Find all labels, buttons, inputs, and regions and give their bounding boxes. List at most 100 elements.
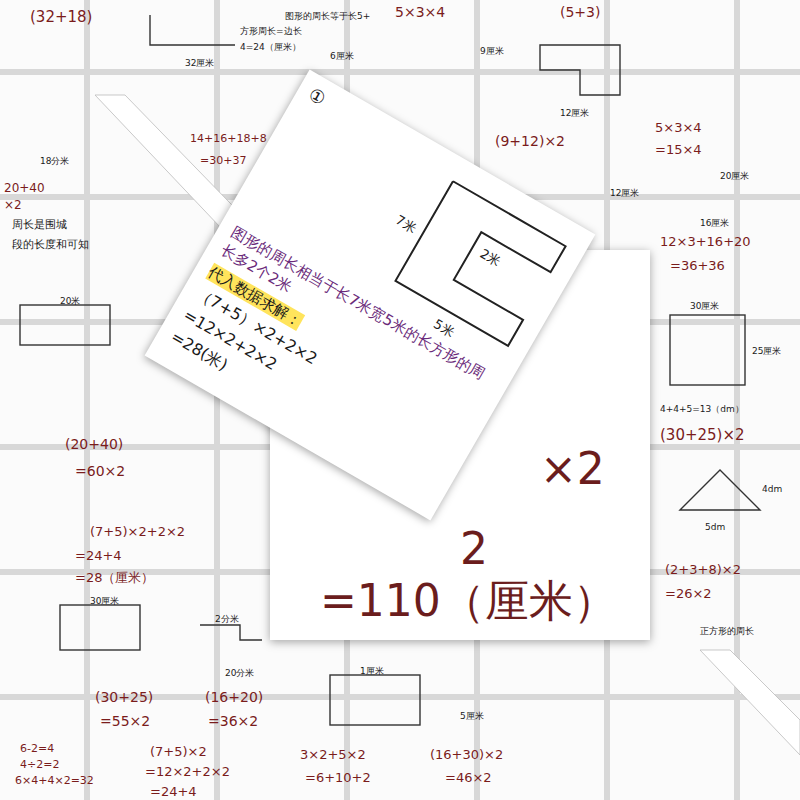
formula-text: =60×2 (75, 463, 125, 479)
label-holder: 18分米 (40, 150, 69, 168)
formula-text: (7+5)×2 (150, 744, 207, 759)
worksheet-card (610, 700, 734, 800)
label-holder: =46×2 (445, 768, 492, 786)
label-holder: 12厘米 (610, 182, 639, 200)
label-holder: 4=24（厘米） (240, 36, 301, 54)
formula-text: =24+4 (150, 784, 197, 799)
label-holder: (16+20) (205, 688, 263, 706)
dimension-text: 12厘米 (560, 108, 589, 118)
label-holder: =60×2 (75, 462, 125, 480)
label-holder: (5+3) (560, 3, 600, 21)
label-holder: 4+4+5=13（dm） (660, 398, 744, 416)
label-holder: 1厘米 (360, 660, 384, 678)
label-holder: (30+25)×2 (660, 426, 745, 444)
label-holder: 4÷2=2 (20, 754, 59, 772)
formula-text: (7+5)×2+2×2 (90, 524, 185, 539)
formula-text: (16+20) (205, 689, 263, 705)
dimension-text: 正方形的周长 (700, 626, 754, 636)
label-holder: 5dm (705, 516, 725, 534)
label-holder: (7+5)×2+2×2 (90, 522, 185, 540)
label-holder: 6×4+4×2=32 (15, 770, 94, 788)
dimension-text: 4dm (762, 484, 782, 494)
dimension-text: 30厘米 (690, 301, 719, 311)
worksheet-card (610, 0, 734, 69)
worksheet-card (740, 0, 800, 69)
label-holder: =55×2 (100, 712, 150, 730)
label-holder: 6厘米 (330, 45, 354, 63)
label-holder: =15×4 (655, 140, 702, 158)
label-holder: 正方形的周长 (700, 620, 754, 638)
label-holder: 30厘米 (690, 295, 719, 313)
text-holder: ×2 (540, 440, 605, 497)
label-holder: 25厘米 (752, 340, 781, 358)
formula-text: (20+40) (65, 436, 123, 452)
dimension-text: 方形周长=边长 (240, 26, 302, 36)
label-holder: 16厘米 (700, 212, 729, 230)
dimension-text: 图形的周长等于长5+ (285, 11, 370, 21)
label-holder: =28（厘米） (75, 568, 154, 586)
label-holder: 20+40 (4, 178, 45, 196)
rectangle-figure (330, 675, 420, 725)
label-holder: 4dm (762, 478, 782, 496)
shape-outline (540, 45, 620, 95)
label-holder: =36+36 (670, 256, 725, 274)
dimension-text: 4=24（厘米） (240, 42, 301, 52)
formula-text: =46×2 (445, 770, 492, 785)
formula-text: =12×2+2×2 (145, 764, 230, 779)
formula-text: =30+37 (200, 154, 246, 167)
text-holder: 2 (460, 520, 488, 577)
worksheet-card (0, 575, 84, 694)
figure-label: 7米 (393, 212, 419, 236)
dimension-text: 4+4+5=13（dm） (660, 404, 744, 414)
formula-text: =55×2 (100, 713, 150, 729)
rectangle-figure (670, 315, 745, 385)
dimension-text: 2分米 (215, 614, 239, 624)
dimension-text: 25厘米 (752, 346, 781, 356)
formula-text: 4÷2=2 (20, 758, 59, 771)
label-holder: (2+3+8)×2 (665, 560, 741, 578)
worksheet-card (350, 0, 474, 69)
formula-text: 20+40 (4, 181, 45, 195)
formula-text: (5+3) (560, 4, 600, 20)
worksheet-card (90, 0, 214, 69)
formula-text: =28（厘米） (75, 570, 154, 585)
formula-text: 14+16+18+8 (190, 132, 267, 145)
label-holder: 周长是围城 (12, 214, 67, 232)
label-holder: 20厘米 (720, 165, 749, 183)
dimension-text: 32厘米 (185, 58, 214, 68)
label-holder: 3×2+5×2 (300, 745, 366, 763)
label-holder: (16+30)×2 (430, 745, 503, 763)
dimension-text: 5厘米 (460, 711, 484, 721)
formula-text: 3×2+5×2 (300, 747, 366, 762)
label-holder: 12×3+16+20 (660, 232, 751, 250)
figure-label: =110（厘米） (320, 575, 617, 626)
dimension-text: 20米 (60, 296, 80, 306)
label-holder: 20分米 (225, 662, 254, 680)
worksheet-card (0, 75, 84, 194)
figure-outline (395, 181, 565, 346)
label-holder: =36×2 (208, 712, 258, 730)
worksheet-card (610, 75, 734, 194)
formula-text: =6+10+2 (305, 770, 371, 785)
label-holder: =30+37 (200, 150, 246, 168)
dimension-text: 20分米 (225, 668, 254, 678)
formula-text: 6×4+4×2=32 (15, 774, 94, 787)
formula-text: 5×3×4 (655, 120, 702, 135)
formula-text: 6-2=4 (20, 742, 54, 755)
worksheet-card (740, 325, 800, 444)
label-holder: (9+12)×2 (495, 132, 565, 150)
text-holder: ① (304, 83, 330, 112)
worksheet-card (220, 0, 344, 69)
text-holder: =110（厘米） (320, 572, 617, 629)
formula-text: 5×3×4 (395, 4, 445, 20)
formula-text: =24+4 (75, 548, 122, 563)
label-holder: =24+4 (150, 782, 197, 800)
label-holder: 方形周长=边长 (240, 20, 302, 38)
label-holder: 5厘米 (460, 705, 484, 723)
label-holder: 图形的周长等于长5+ (285, 5, 370, 23)
formula-text: =36×2 (208, 713, 258, 729)
rectangle-figure (20, 305, 110, 345)
label-holder: (20+40) (65, 435, 123, 453)
worksheet-card (740, 75, 800, 194)
label-holder: (7+5)×2 (150, 742, 207, 760)
